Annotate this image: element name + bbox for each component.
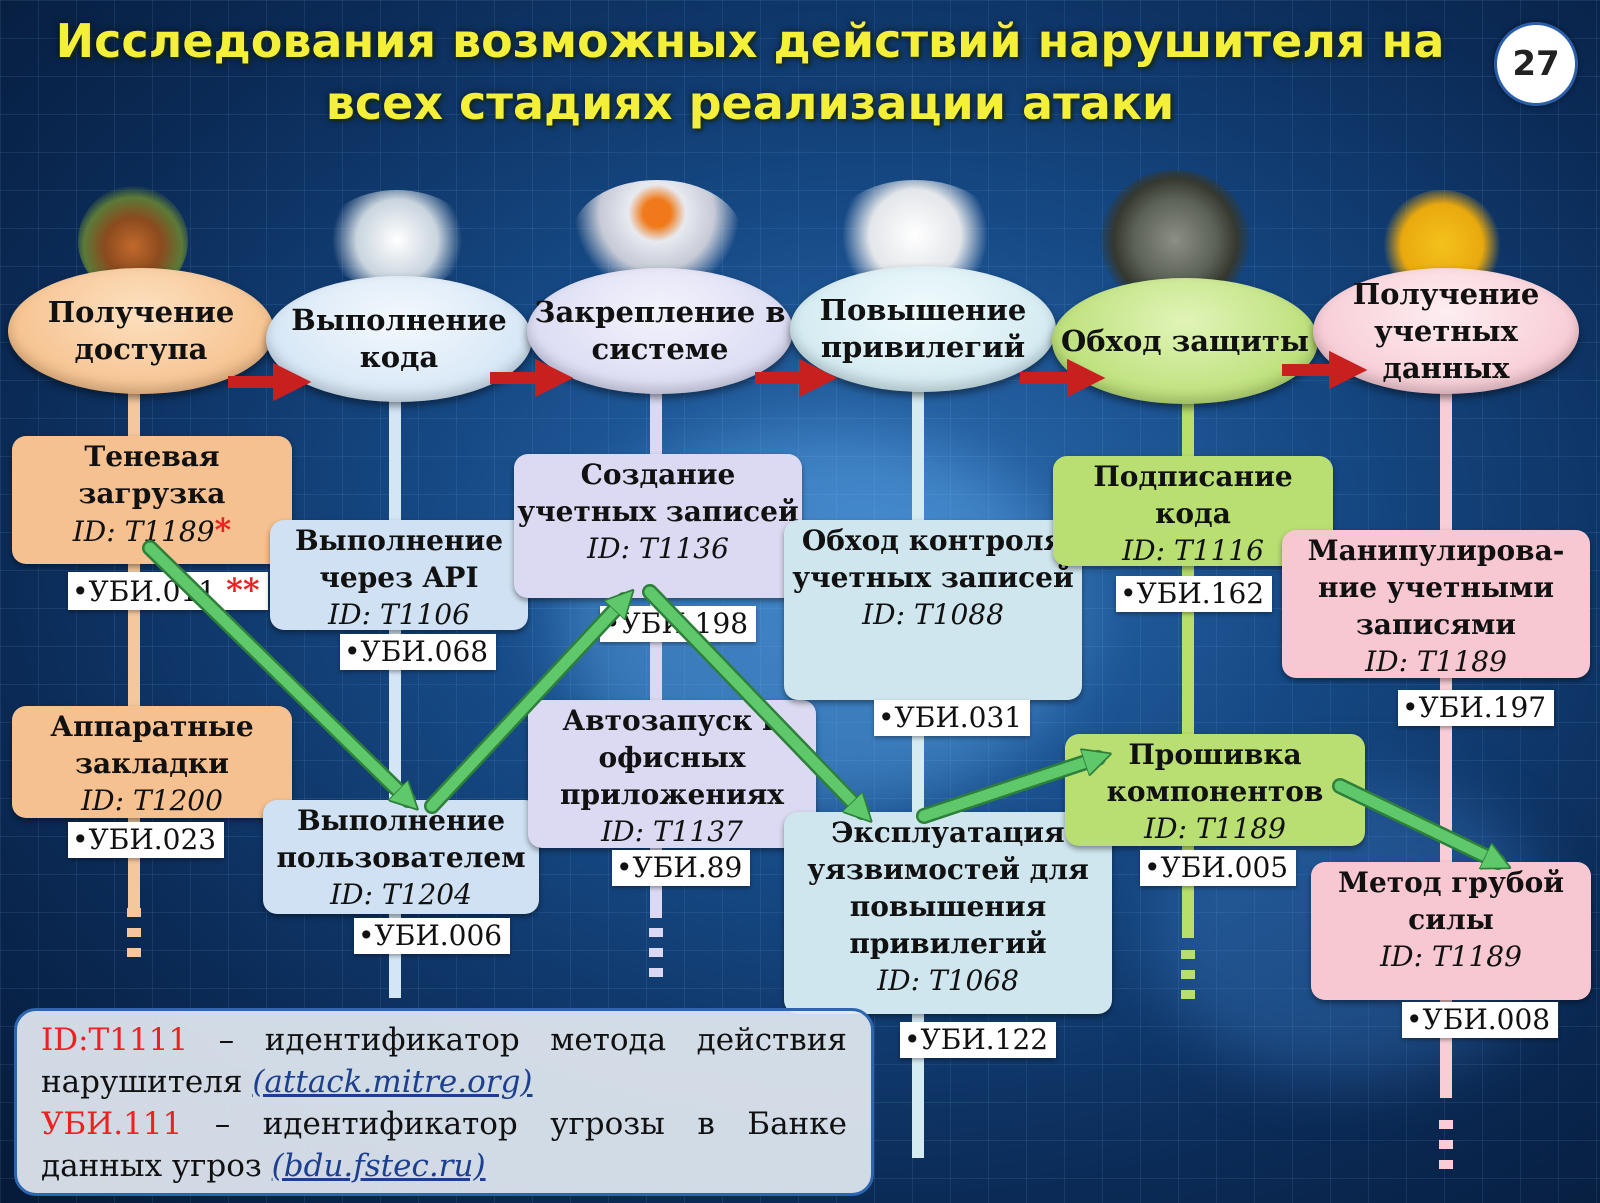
legend-box: ID:T1111 – идентификатор метода действия… (14, 1008, 874, 1196)
legend-word: – (218, 1022, 235, 1058)
technique-id: ID: T1088 (862, 598, 1004, 631)
technique-execution-api: Выполнение через API ID: T1106 (270, 520, 528, 631)
threat-id-tag: •УБИ.031 (874, 700, 1031, 736)
legend-word: действия (696, 1022, 847, 1058)
technique-bypass-uac: Обход контроля учетных записей ID: T1088 (784, 520, 1082, 700)
stage-label: Получение доступа (47, 295, 235, 366)
threat-id-tag: •УБИ.122 (900, 1022, 1057, 1058)
technique-name: Манипулирова-ние учетными записями (1307, 534, 1565, 641)
stage-label: Закрепление в системе (534, 295, 786, 366)
bdu-fstec-link[interactable]: (bdu.fstec.ru) (271, 1148, 486, 1184)
legend-row: данных угроз (bdu.fstec.ru) (41, 1145, 847, 1187)
stage-initial-access: Получение доступа (8, 268, 274, 394)
technique-name: Эксплуатация уязвимостей для повышения п… (807, 816, 1089, 960)
continuation-dash (1439, 1140, 1453, 1149)
technique-id: ID: T1137 (601, 815, 743, 848)
footnote-mark: ** (226, 571, 260, 609)
footnote-mark: * (214, 511, 232, 549)
slide-number: 27 (1494, 22, 1578, 106)
attack-path-arrow (426, 600, 624, 812)
continuation-dash (1181, 970, 1195, 979)
technique-name: Подписание кода (1093, 460, 1293, 530)
attack-path-arrow (1334, 780, 1498, 862)
technique-name: Выполнение пользователем (276, 804, 526, 874)
legend-text: данных угроз (41, 1148, 262, 1184)
attack-path-arrow (144, 542, 408, 800)
continuation-dash (1181, 950, 1195, 959)
technique-hardware-additions: Аппаратные закладки ID: T1200 (12, 706, 292, 818)
threat-id-tag: •УБИ.197 (1398, 690, 1555, 726)
technique-component-firmware: Прошивка компонентов ID: T1189 (1065, 734, 1365, 846)
continuation-dash (1439, 1160, 1453, 1169)
legend-word: Банке (747, 1106, 847, 1142)
technique-id: ID: T1189* (12, 512, 292, 550)
threat-id-tag: •УБИ.005 (1140, 850, 1297, 886)
technique-name: Аппаратные закладки (50, 710, 254, 780)
threat-id-tag: •УБИ.008 (1402, 1002, 1559, 1038)
continuation-dash (1181, 990, 1195, 999)
technique-create-account: Создание учетных записей ID: T1136 (514, 454, 802, 598)
technique-drive-by: Теневая загрузка ID: T1189* (12, 436, 292, 564)
threat-id-tag: •УБИ.162 (1116, 576, 1273, 612)
attack-path-arrow (644, 586, 862, 812)
technique-id: ID: T1200 (81, 784, 223, 817)
continuation-dash (127, 908, 141, 917)
threat-id-tag: •УБИ.023 (68, 822, 225, 858)
technique-name: Метод грубой силы (1337, 866, 1565, 936)
legend-row: нарушителя (attack.mitre.org) (41, 1061, 847, 1103)
technique-id: ID: T1189 (1144, 812, 1286, 845)
attack-mitre-link[interactable]: (attack.mitre.org) (252, 1064, 533, 1100)
technique-name: Автозапуск в офисных приложениях (560, 704, 784, 811)
legend-row: ID:T1111 – идентификатор метода действия (41, 1019, 847, 1061)
technique-id: ID: T1106 (328, 598, 470, 631)
threat-id-tag: •УБИ.068 (340, 634, 497, 670)
continuation-dash (1439, 1120, 1453, 1129)
technique-id: ID: T1204 (330, 878, 472, 911)
technique-name: Теневая загрузка (78, 440, 226, 510)
technique-id: ID: T1189 (1380, 940, 1522, 973)
code-transfer-illustration (322, 190, 472, 290)
technique-name: Создание учетных записей (517, 458, 799, 528)
continuation-dash (127, 948, 141, 957)
legend-row: УБИ.111 – идентификатор угрозы в Банке (41, 1103, 847, 1145)
technique-brute-force: Метод грубой силы ID: T1189 (1311, 862, 1591, 1000)
attack-path-arrow (918, 758, 1098, 822)
technique-id: ID: T1068 (877, 964, 1019, 997)
slide-title: Исследования возможных действий нарушите… (55, 14, 1445, 130)
continuation-dash (127, 928, 141, 937)
technique-name: Обход контроля учетных записей (792, 524, 1074, 594)
legend-word: – (214, 1106, 231, 1142)
threat-id-tag: •УБИ.006 (354, 918, 511, 954)
legend-key: УБИ.111 (41, 1106, 183, 1142)
stage-label: Повышение привилегий (819, 293, 1027, 364)
technique-id-text: ID: T1189 (72, 515, 215, 548)
threat-id-tag: •УБИ.89 (612, 850, 751, 886)
continuation-dash (649, 948, 663, 957)
stage-label: Получение учетных данных (1352, 276, 1540, 385)
legend-text: нарушителя (41, 1064, 243, 1100)
legend-word: в (697, 1106, 715, 1142)
technique-user-execution: Выполнение пользователем ID: T1204 (263, 800, 539, 914)
legend-word: метода (550, 1022, 667, 1058)
legend-word: идентификатор (262, 1106, 518, 1142)
continuation-dash (649, 928, 663, 937)
legend-key: ID:T1111 (41, 1022, 189, 1058)
technique-name: Прошивка компонентов (1106, 738, 1324, 808)
technique-name: Выполнение через API (294, 524, 504, 594)
technique-exploitation-priv-esc: Эксплуатация уязвимостей для повышения п… (784, 812, 1112, 1014)
stage-label: Выполнение кода (291, 303, 507, 374)
stage-label: Обход защиты (1061, 323, 1309, 358)
technique-id: ID: T1136 (587, 532, 729, 565)
technique-id: ID: T1116 (1122, 534, 1264, 567)
technique-id: ID: T1189 (1365, 645, 1507, 678)
continuation-dash (649, 968, 663, 977)
legend-word: идентификатор (264, 1022, 520, 1058)
technique-account-manipulation: Манипулирова-ние учетными записями ID: T… (1282, 530, 1590, 678)
legend-word: угрозы (550, 1106, 665, 1142)
